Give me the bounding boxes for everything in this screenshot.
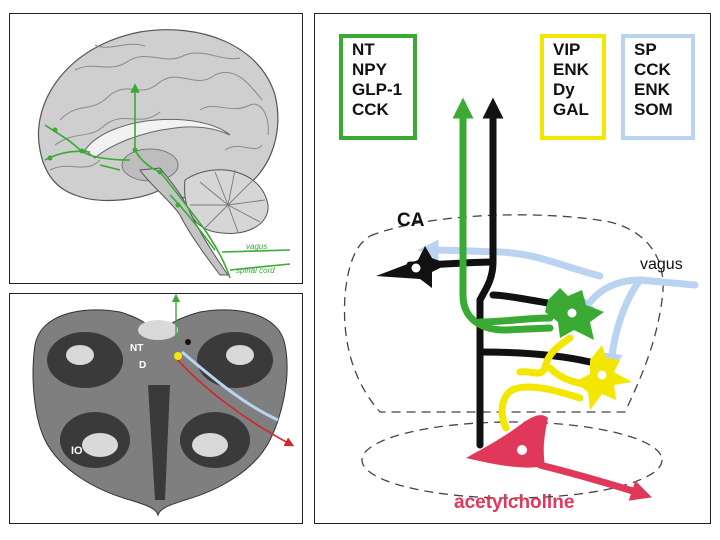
slice-d-label: D [139, 360, 147, 371]
brain-illustration [38, 29, 291, 279]
legend-yellow-box: VIP ENK Dy GAL [540, 34, 606, 140]
circuit-diagram-panel [314, 13, 711, 524]
brain-vagus-label: vagus [246, 242, 268, 251]
legend-green-item: CCK [352, 100, 389, 119]
slice-nt-label: NT [130, 343, 144, 354]
legend-green-item: NT [352, 40, 375, 59]
brain-spinal-cord-label: spinal cord [236, 266, 275, 275]
legend-blue-box: SP CCK ENK SOM [621, 34, 695, 140]
legend-blue-item: ENK [634, 80, 670, 99]
legend-yellow-item: Dy [553, 80, 575, 99]
legend-green-item: GLP-1 [352, 80, 403, 99]
legend-yellow-item: ENK [553, 60, 589, 79]
brainstem-slice-illustration [32, 293, 295, 517]
dvc-region-outline [343, 214, 664, 413]
legend-blue-item: SOM [634, 100, 673, 119]
cholinergic-neuron [466, 415, 548, 468]
vagus-label: vagus [640, 256, 683, 273]
motor-region-outline [361, 421, 663, 499]
slice-io-label: IO [71, 445, 83, 457]
acetylcholine-label: acetylcholine [454, 492, 575, 513]
legend-blue-item: CCK [634, 60, 671, 79]
legend-blue-item: SP [634, 40, 657, 59]
ca-label: CA [397, 210, 425, 231]
green-pathways [459, 116, 554, 334]
legend-green-item: NPY [352, 60, 387, 79]
legend-yellow-item: GAL [553, 100, 589, 119]
circuit-diagram [343, 97, 699, 501]
legend-green-box: NT NPY GLP-1 CCK [339, 34, 417, 140]
legend-yellow-item: VIP [553, 40, 581, 59]
